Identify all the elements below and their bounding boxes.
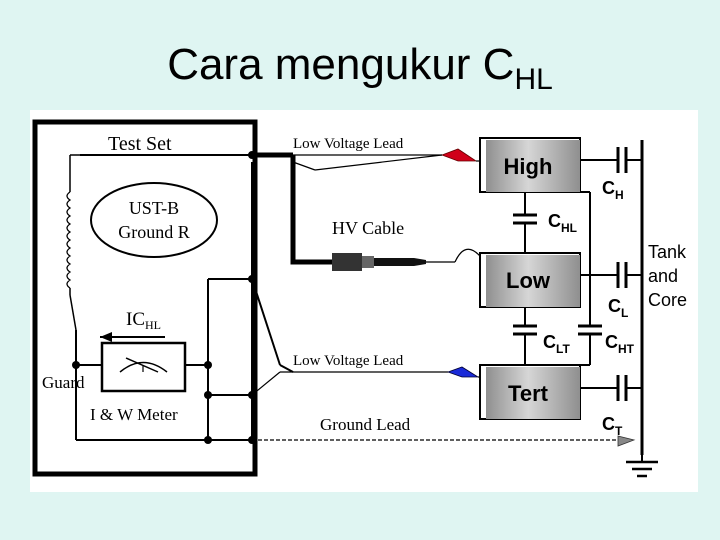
slide-title-subscript: HL — [514, 63, 553, 96]
test-set-enclosure — [32, 119, 258, 477]
lv-lead-bottom-label: Low Voltage Lead — [293, 353, 404, 369]
core-label: Core — [648, 290, 687, 310]
slide-title-main: Cara mengukur C — [167, 40, 515, 89]
ground-r-label: Ground R — [118, 222, 190, 242]
high-label: High — [504, 154, 553, 179]
red-clip — [440, 148, 478, 162]
ch-label: CH — [602, 178, 624, 202]
ground-symbol — [626, 455, 658, 478]
high-box: High — [479, 137, 581, 193]
lv-lead-top-label: Low Voltage Lead — [293, 136, 404, 152]
circuit-diagram-svg: Test Set UST-B Ground R Guard I & W Mete… — [32, 119, 687, 478]
ground-clip — [617, 435, 636, 447]
meter-scale — [119, 361, 168, 373]
hv-cable-label: HV Cable — [332, 218, 404, 238]
tert-label: Tert — [508, 381, 549, 406]
ground-lead-label: Ground Lead — [320, 415, 411, 434]
hv-cable-plug — [332, 253, 426, 271]
inductor-coil — [66, 191, 72, 289]
ust-b-ellipse — [90, 182, 218, 258]
tert-box: Tert — [479, 364, 581, 420]
tank-label: Tank — [648, 242, 687, 262]
ct-label: CT — [602, 414, 623, 438]
ic-arrowhead — [100, 332, 112, 342]
cht-label: CHT — [605, 332, 635, 356]
blue-clip — [446, 366, 480, 378]
iw-meter-box — [100, 341, 187, 393]
cl-label: CL — [608, 296, 628, 320]
hv-hook — [454, 248, 481, 263]
guard-label: Guard — [42, 373, 85, 392]
slide-title: Cara mengukur CHL — [0, 40, 720, 97]
hv-cable-wire — [290, 155, 332, 265]
ust-b-label: UST-B — [129, 198, 179, 218]
low-box: Low — [479, 252, 581, 308]
test-set-label: Test Set — [108, 133, 172, 155]
chl-label: CHL — [548, 211, 577, 235]
and-label: and — [648, 266, 678, 286]
junction-dots — [72, 151, 256, 444]
meter-needle — [125, 357, 159, 373]
clt-label: CLT — [543, 332, 570, 356]
ic-label: ICHL — [126, 309, 161, 332]
meter-label: I & W Meter — [90, 405, 178, 424]
low-label: Low — [506, 268, 551, 293]
circuit-diagram: Test Set UST-B Ground R Guard I & W Mete… — [30, 110, 698, 492]
